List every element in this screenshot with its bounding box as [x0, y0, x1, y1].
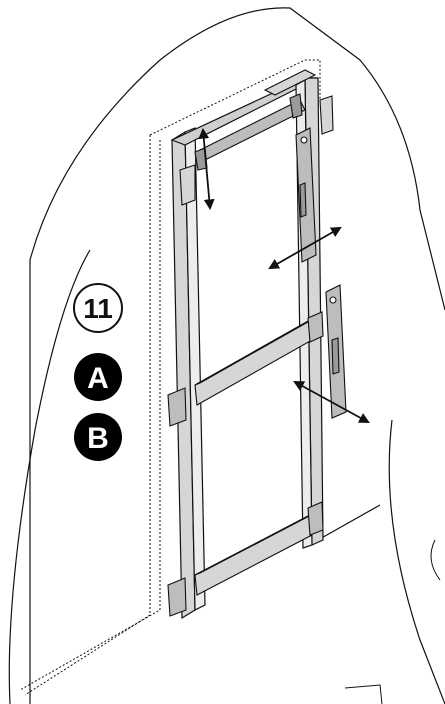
double-arrow-icon [198, 127, 215, 211]
adjustment-arrows [198, 127, 370, 424]
double-arrow-icon [293, 380, 370, 424]
top-bracket [179, 69, 317, 206]
edge-fragments [344, 539, 441, 704]
bottom-brace-end-left [167, 577, 187, 617]
side-bracket-top [319, 95, 334, 135]
double-arrow-icon [268, 226, 342, 270]
variant-badge-a [74, 353, 122, 401]
wall-opening-dotted [19, 59, 321, 696]
horizontal-braces [167, 311, 324, 617]
bottom-brace [194, 514, 313, 596]
middle-brace [194, 319, 313, 406]
variant-label-b: B [87, 422, 109, 455]
middle-brace-end-left [167, 387, 187, 427]
middle-brace-end-right [307, 311, 324, 343]
step-number-badge [73, 283, 123, 333]
step-number: 11 [83, 293, 113, 324]
bottom-brace-end-right [307, 501, 324, 536]
step-labels: 11 A B [73, 283, 123, 461]
variant-badge-b [74, 413, 122, 461]
variant-label-a: A [87, 362, 109, 395]
left-jamb-inner [184, 127, 206, 611]
wall-outline [8, 7, 445, 704]
